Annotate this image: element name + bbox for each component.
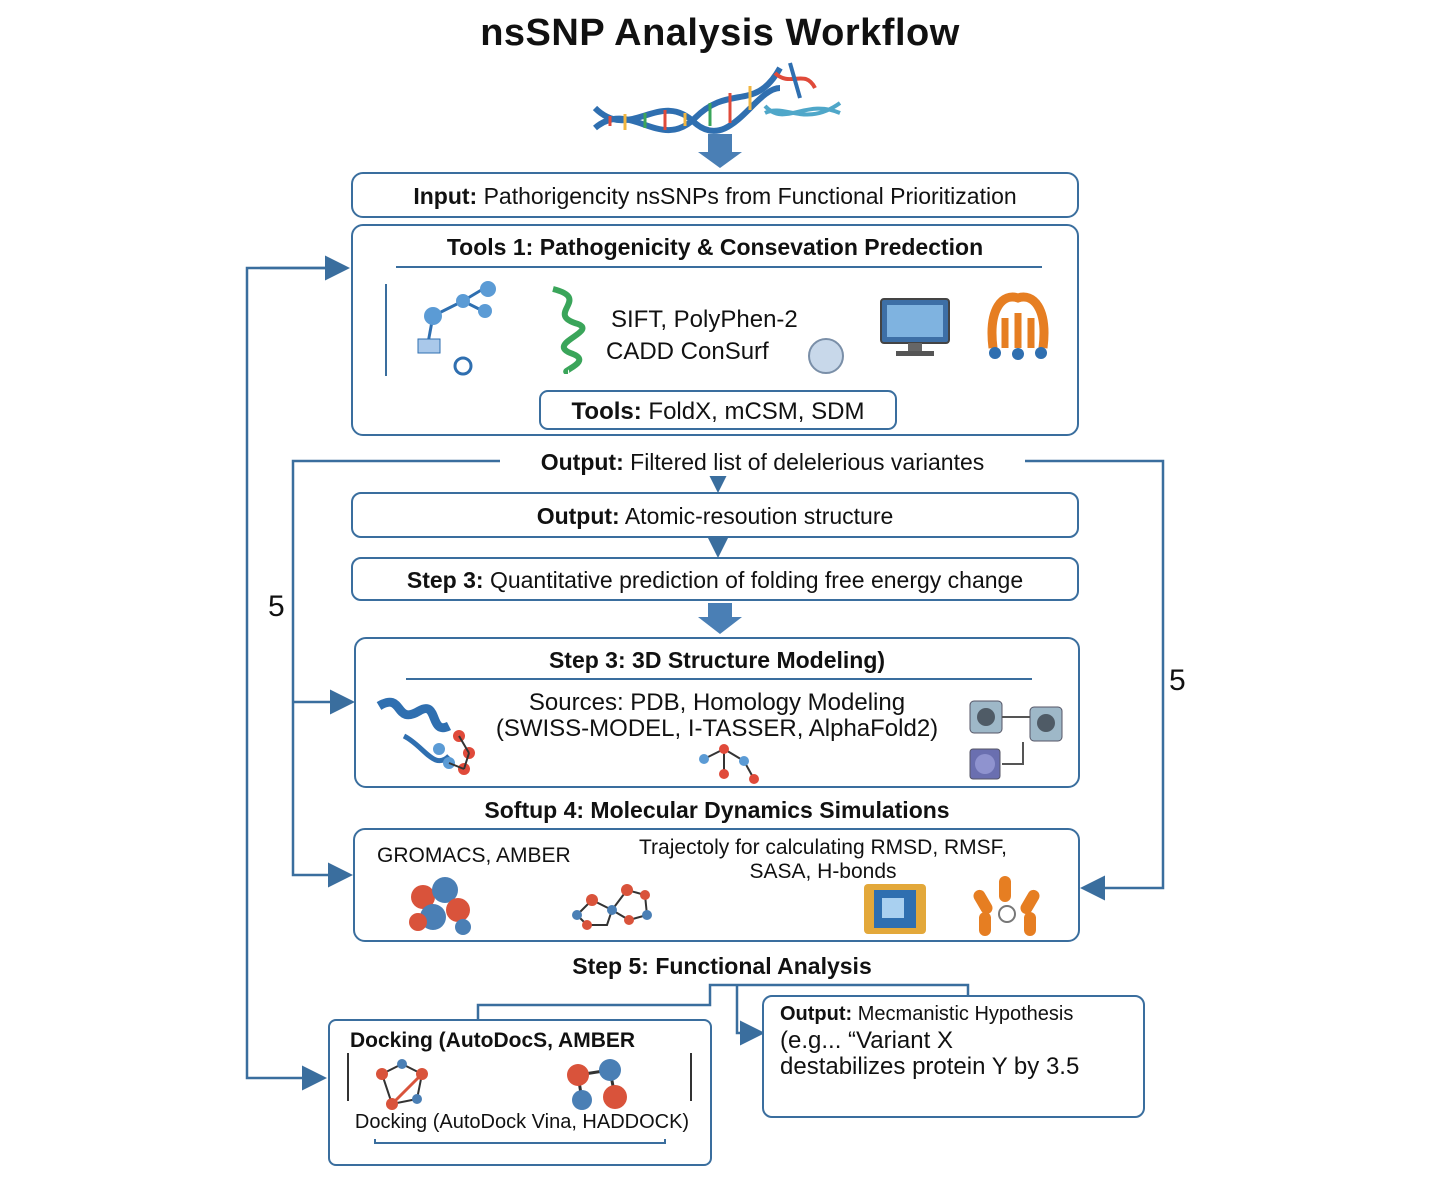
step3b-box: Step 3: 3D Structure Modeling) Sources: … [354, 637, 1080, 788]
step4-left-text: GROMACS, AMBER [377, 844, 571, 867]
green-helix-icon [552, 286, 586, 374]
input-text: Pathorigencity nsSNPs from Functional Pr… [483, 183, 1017, 209]
output1-label: Output: [540, 449, 624, 475]
output3-line3: destabilizes protein Y by 3.5 [780, 1053, 1080, 1080]
ring-molecule-icon [572, 884, 652, 930]
globe-icon [808, 338, 844, 374]
output2-label: Output: [536, 503, 620, 529]
output1-line: Output: Filtered list of delelerious var… [505, 449, 1020, 476]
docking-box: Docking (AutoDocS, AMBER Docking (AutoDo… [328, 1019, 712, 1166]
big-arrow-2 [698, 603, 742, 634]
loop-label-right: 5 [1169, 664, 1186, 697]
input-label: Input: [413, 183, 478, 209]
tools1-line2: CADD ConSurf [606, 338, 769, 365]
docking-spheres-icon [567, 1059, 627, 1110]
docking-heading: Docking (AutoDocS, AMBER [350, 1029, 636, 1052]
left-inner-loop [291, 459, 500, 888]
output3-box: Output: Mecmanistic Hypothesis (e.g... “… [762, 995, 1145, 1118]
output3-text: Mecmanistic Hypothesis [857, 1003, 1074, 1025]
dna-helix-illustration [592, 62, 842, 134]
protein-blob-icon [409, 877, 471, 935]
right-loop [1025, 459, 1165, 901]
step3a-box: Step 3: Quantitative prediction of foldi… [351, 557, 1079, 601]
tools1-heading-bold: Tools 1: [446, 234, 534, 260]
step5-branch [476, 983, 970, 1020]
step4-heading: Softup 4: Molecular Dynamics Simulations [484, 797, 950, 823]
left-outer-loop [245, 266, 345, 1091]
output1-text: Filtered list of delelerious variantes [630, 449, 985, 475]
docking-sub-line: Docking (AutoDock Vina, HADDOCK) [340, 1111, 704, 1134]
input-box: Input: Pathorigencity nsSNPs from Functi… [351, 172, 1079, 218]
tools1-heading: Pathogenicity & Consevation Predection [539, 234, 984, 260]
step4-right-line1: Trajectoly for calculating RMSD, RMSF, [639, 836, 1007, 859]
docking-brackets [347, 1053, 692, 1144]
big-arrow-1 [698, 134, 742, 168]
step3b-line1: Sources: PDB, Homology Modeling [528, 689, 906, 716]
docking-sub-text: (AutoDock Vina, HADDOCK) [432, 1111, 690, 1133]
step3b-line2: (SWISS-MODEL, I-TASSER, AlphaFold2) [495, 715, 939, 742]
output2-text: Atomic-resoution structure [624, 503, 894, 529]
dna-main-icon [592, 66, 783, 134]
servers-icon [969, 700, 1063, 780]
tools1-divider [396, 266, 1042, 268]
step3b-heading: Step 3: 3D Structure Modeling) [548, 647, 886, 673]
chip-icon [864, 884, 926, 934]
dna-small-icon [763, 62, 842, 117]
tools1-subbox: Tools: FoldX, mCSM, SDM [539, 390, 897, 430]
tools1-line1: SIFT, PolyPhen-2 [611, 306, 798, 333]
loop-label-left: 5 [268, 590, 285, 623]
output3-label: Output: [780, 1003, 853, 1025]
tools1-sub-label: Tools: [571, 398, 642, 425]
step3a-label: Step 3: [406, 567, 484, 593]
output2-box: Output: Atomic-resoution structure [351, 492, 1079, 538]
protein-bundle-icon [973, 876, 1040, 936]
computer-icon [880, 298, 950, 356]
network-icon [385, 281, 496, 376]
docking-molecule-icon [376, 1059, 428, 1110]
tools1-box: Tools 1: Pathogenicity & Consevation Pre… [351, 224, 1079, 436]
tools1-sub-text: FoldX, mCSM, SDM [648, 398, 865, 425]
step4-right-line2: SASA, H-bonds [749, 860, 897, 883]
step4-box: GROMACS, AMBER Trajectoly for calculatin… [353, 828, 1080, 942]
output3-line2: (e.g... “Variant X [780, 1027, 953, 1054]
step3a-text: Quantitative prediction of folding free … [489, 567, 1024, 593]
step3b-divider [406, 678, 1032, 680]
protein-icon [987, 292, 1049, 360]
arrow-to-output3 [735, 985, 765, 1046]
step5-heading: Step 5: Functional Analysis [572, 953, 872, 979]
molecule-icon [699, 744, 759, 784]
ribbon-protein-icon [376, 697, 475, 775]
docking-sub-label: Docking [354, 1111, 428, 1133]
diagram-title: nsSNP Analysis Workflow [480, 12, 960, 54]
